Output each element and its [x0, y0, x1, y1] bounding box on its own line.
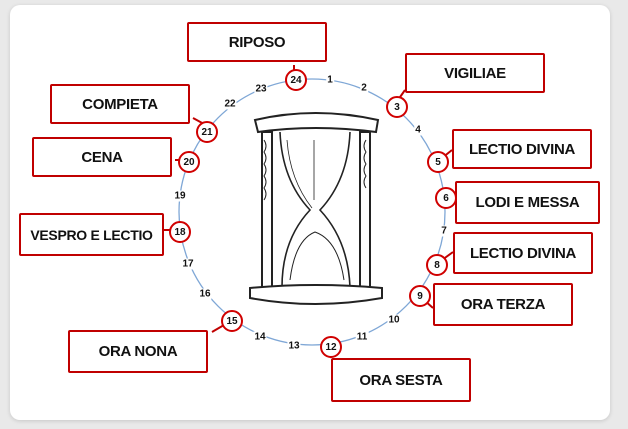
hour-23: 23: [254, 83, 268, 95]
hour-node-18: 18: [169, 221, 191, 243]
hour-node-8: 8: [426, 254, 448, 276]
hour-11: 11: [355, 331, 369, 343]
activity-ora-sesta: ORA SESTA: [331, 358, 471, 402]
activity-vigiliae: VIGILIAE: [405, 53, 545, 93]
hour-19: 19: [173, 190, 187, 202]
hour-10: 10: [387, 314, 401, 326]
hour-1: 1: [326, 74, 334, 86]
activity-ora-terza: ORA TERZA: [433, 283, 573, 326]
hour-2: 2: [360, 82, 368, 94]
hour-node-20: 20: [178, 151, 200, 173]
hour-node-15: 15: [221, 310, 243, 332]
hour-22: 22: [223, 98, 237, 110]
activity-ora-nona: ORA NONA: [68, 330, 208, 373]
hour-node-9: 9: [409, 285, 431, 307]
hourglass-illustration: [249, 112, 383, 305]
activity-lectio-divina-late: LECTIO DIVINA: [453, 232, 593, 274]
hour-13: 13: [287, 340, 301, 352]
activity-vespro-e-lectio: VESPRO E LECTIO: [19, 213, 164, 256]
activity-lodi-e-messa: LODI E MESSA: [455, 181, 600, 224]
hour-17: 17: [181, 258, 195, 270]
activity-compieta: COMPIETA: [50, 84, 190, 124]
activity-lectio-divina-morning: LECTIO DIVINA: [452, 129, 592, 169]
hour-node-3: 3: [386, 96, 408, 118]
hour-14: 14: [253, 331, 267, 343]
hour-node-12: 12: [320, 336, 342, 358]
hour-node-5: 5: [427, 151, 449, 173]
hour-node-6: 6: [435, 187, 457, 209]
hour-node-21: 21: [196, 121, 218, 143]
clock-dial: [178, 78, 446, 346]
activity-cena: CENA: [32, 137, 172, 177]
hour-node-24: 24: [285, 69, 307, 91]
activity-riposo: RIPOSO: [187, 22, 327, 62]
hour-4: 4: [414, 124, 422, 136]
hour-7: 7: [440, 225, 448, 237]
hour-16: 16: [198, 288, 212, 300]
